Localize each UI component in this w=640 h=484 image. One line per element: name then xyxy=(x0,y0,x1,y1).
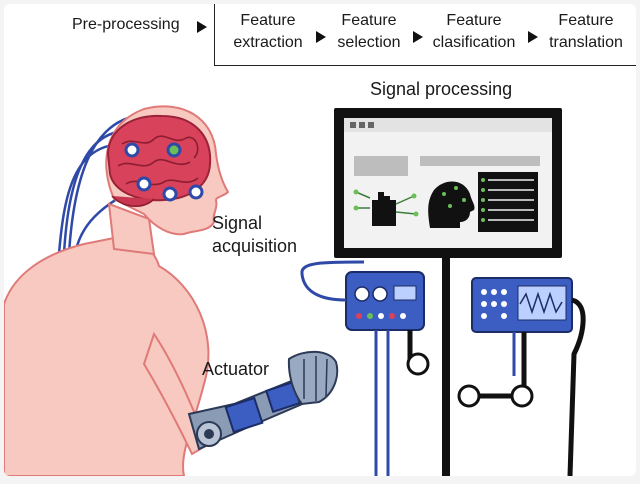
bci-diagram: Pre-processing Feature extraction Featur… xyxy=(4,4,636,476)
label-signal-acquisition: Signal acquisition xyxy=(212,212,297,258)
device-cables xyxy=(300,260,516,476)
processing-pipeline: Pre-processing Feature extraction Featur… xyxy=(4,4,636,68)
arrow-icon xyxy=(413,31,423,43)
label-actuator: Actuator xyxy=(202,359,270,379)
label-signal-processing: Signal processing xyxy=(370,79,513,99)
pole-joint xyxy=(406,352,430,376)
step-label-line2: clasification xyxy=(432,34,516,51)
step-label-line1: Feature xyxy=(240,12,296,29)
amplifier-icon xyxy=(345,271,425,331)
pipeline-frame xyxy=(214,4,636,66)
arrow-icon xyxy=(528,31,538,43)
monitor-stand xyxy=(442,258,450,476)
step-preprocessing: Pre-processing xyxy=(72,16,180,33)
hand-icon xyxy=(353,189,419,226)
step-feature-selection: Feature selection xyxy=(328,10,410,54)
bci-illustration xyxy=(4,105,586,476)
screen-list xyxy=(478,172,538,232)
monitor xyxy=(334,108,562,258)
head-icon xyxy=(428,181,475,228)
step-label-line2: extraction xyxy=(233,34,303,51)
arrow-icon xyxy=(316,31,326,43)
electrode-icon xyxy=(124,142,204,202)
step-label-line1: Feature xyxy=(558,12,614,29)
person-neck xyxy=(107,202,156,256)
step-label-line2: translation xyxy=(549,34,623,51)
step-feature-translation: Feature translation xyxy=(540,10,632,54)
step-label-line2: selection xyxy=(337,34,401,51)
step-feature-classification: Feature clasification xyxy=(424,10,524,54)
person-body xyxy=(4,234,210,476)
pole-joint xyxy=(457,384,481,408)
label-line2: acquisition xyxy=(212,236,298,256)
robotic-arm-icon xyxy=(187,350,339,451)
arrow-icon xyxy=(197,21,207,33)
pole-joint xyxy=(510,384,534,408)
brain-icon xyxy=(106,114,212,207)
label-line1: Signal xyxy=(212,213,263,233)
step-feature-extraction: Feature extraction xyxy=(222,10,314,54)
oscilloscope-icon xyxy=(471,277,573,333)
step-label-line1: Feature xyxy=(341,12,397,29)
step-label-line1: Feature xyxy=(446,12,502,29)
